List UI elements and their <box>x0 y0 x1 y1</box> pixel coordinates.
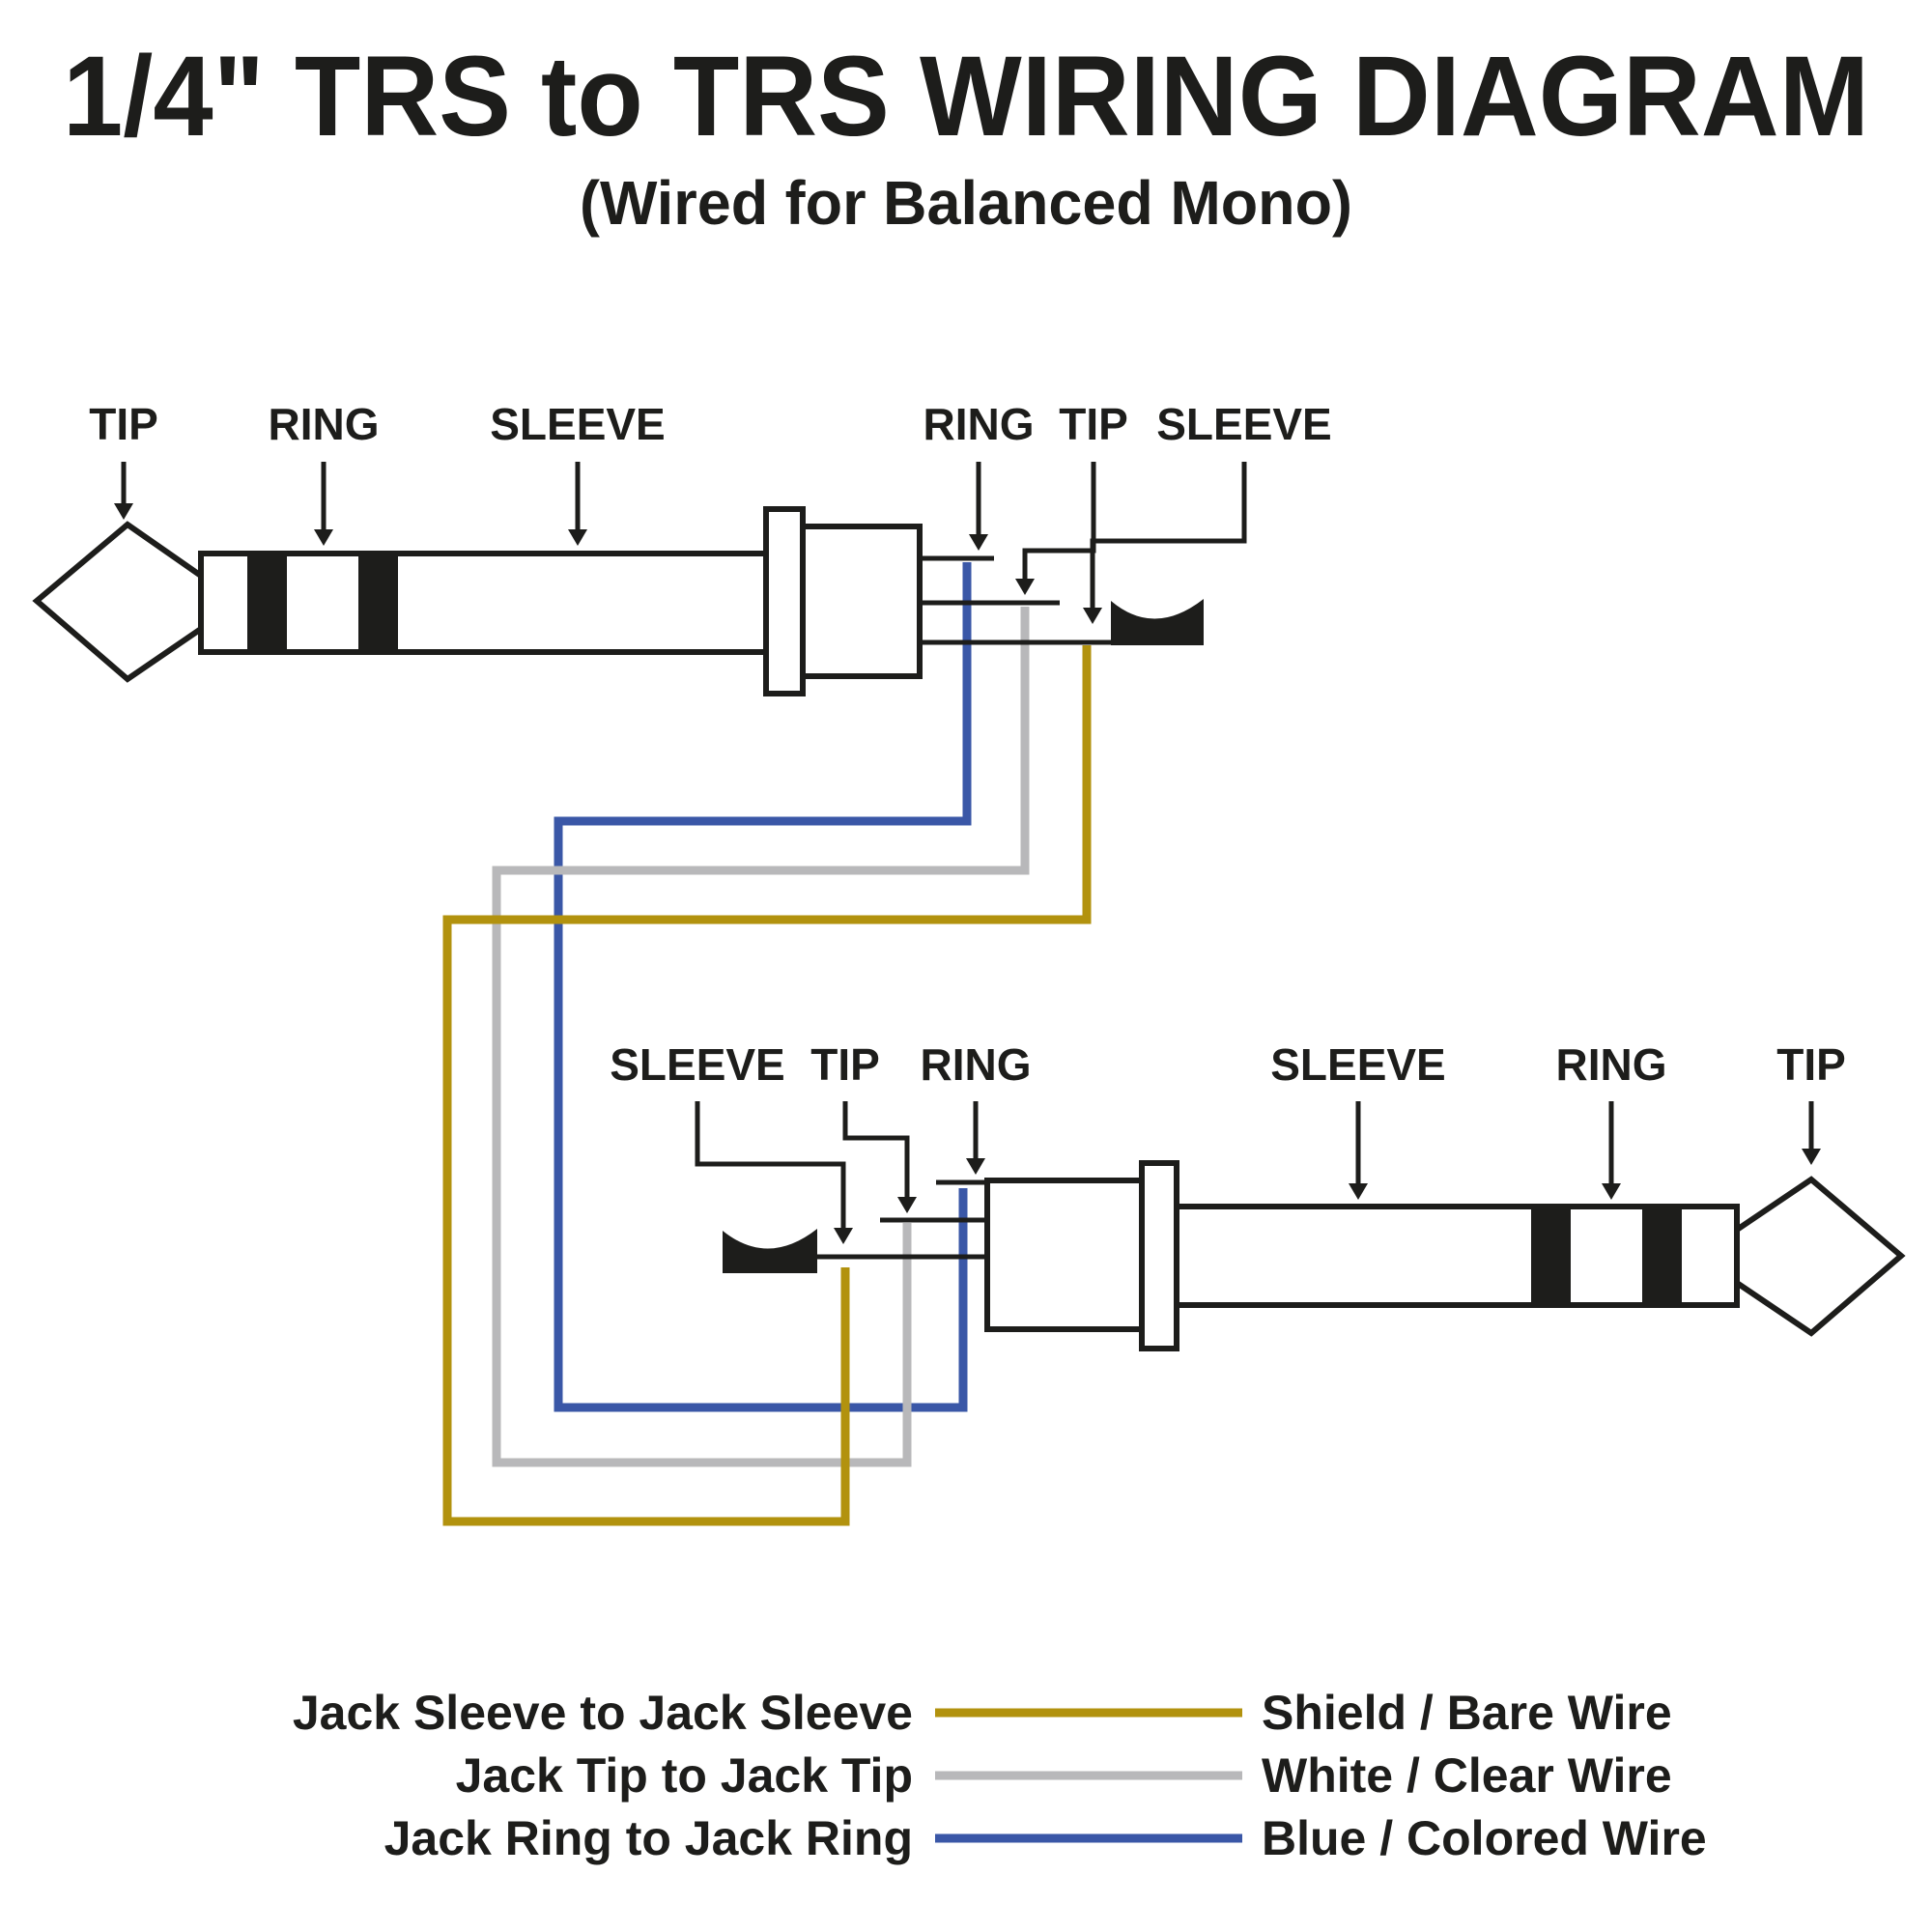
insulator-band <box>358 554 398 652</box>
arrow-head <box>1602 1183 1621 1200</box>
sleeve-lug <box>723 1229 817 1273</box>
sleeve-lug <box>1111 599 1204 645</box>
arrow-line <box>695 1101 846 1230</box>
legend-row: Jack Sleeve to Jack Sleeve Shield / Bare… <box>293 1686 1672 1740</box>
legend: Jack Sleeve to Jack Sleeve Shield / Bare… <box>293 1686 1707 1865</box>
insulator-band <box>1642 1207 1682 1305</box>
label-top-sleeve: SLEEVE <box>490 399 666 449</box>
page-subtitle: (Wired for Balanced Mono) <box>580 168 1352 238</box>
label-bottom-lug-ring: RING <box>921 1039 1032 1090</box>
label-bottom-lug-tip: TIP <box>810 1039 880 1090</box>
label-bottom-tip: TIP <box>1776 1039 1846 1090</box>
legend-connection-label: Jack Ring to Jack Ring <box>384 1811 913 1865</box>
arrow-head <box>969 534 988 551</box>
arrow-line <box>1090 462 1247 610</box>
label-top-lug-sleeve: SLEEVE <box>1156 399 1332 449</box>
wire-ring-blue <box>554 562 972 1412</box>
insulator-band <box>247 554 287 652</box>
plug-collar <box>763 506 806 696</box>
wire-sleeve-shield <box>442 645 1092 1526</box>
arrow-head <box>1349 1183 1368 1200</box>
plug-barrel <box>800 524 923 679</box>
legend-row: Jack Tip to Jack Tip White / Clear Wire <box>456 1748 1672 1803</box>
label-top-tip: TIP <box>89 399 158 449</box>
wires <box>442 562 1092 1526</box>
plug-collar <box>1139 1160 1179 1351</box>
legend-connection-label: Jack Tip to Jack Tip <box>456 1748 913 1803</box>
arrow-head <box>114 503 133 520</box>
arrow-head <box>897 1197 917 1213</box>
top-plug <box>32 506 1204 696</box>
bottom-plug-labels: SLEEVE TIP RING SLEEVE RING TIP <box>610 1039 1846 1244</box>
label-top-ring: RING <box>269 399 380 449</box>
arrow-line <box>1022 462 1096 581</box>
page-title: 1/4" TRS to TRS WIRING DIAGRAM <box>63 33 1869 160</box>
arrow-head <box>966 1158 985 1175</box>
legend-wire-label: White / Clear Wire <box>1262 1748 1672 1803</box>
arrow-head <box>1802 1149 1821 1165</box>
plug-barrel <box>984 1178 1145 1332</box>
legend-wire-label: Shield / Bare Wire <box>1262 1686 1672 1740</box>
label-bottom-lug-sleeve: SLEEVE <box>610 1039 785 1090</box>
arrow-head <box>568 529 587 546</box>
legend-row: Jack Ring to Jack Ring Blue / Colored Wi… <box>384 1811 1707 1865</box>
arrow-line <box>842 1101 910 1199</box>
arrow-head <box>1083 608 1102 624</box>
label-bottom-sleeve: SLEEVE <box>1270 1039 1446 1090</box>
arrow-head <box>1015 579 1035 595</box>
arrow-head <box>834 1228 853 1244</box>
wire-tip-white <box>492 607 1030 1467</box>
bottom-plug <box>723 1160 1906 1351</box>
label-top-lug-tip: TIP <box>1059 399 1128 449</box>
plug-tip-contact <box>1734 1176 1906 1337</box>
arrow-head <box>314 529 333 546</box>
label-bottom-ring: RING <box>1556 1039 1667 1090</box>
legend-connection-label: Jack Sleeve to Jack Sleeve <box>293 1686 913 1740</box>
label-top-lug-ring: RING <box>923 399 1035 449</box>
legend-wire-label: Blue / Colored Wire <box>1262 1811 1707 1865</box>
plug-tip-contact <box>32 521 204 683</box>
top-plug-labels: TIP RING SLEEVE RING TIP SLEEVE <box>89 399 1332 624</box>
insulator-band <box>1531 1207 1571 1305</box>
